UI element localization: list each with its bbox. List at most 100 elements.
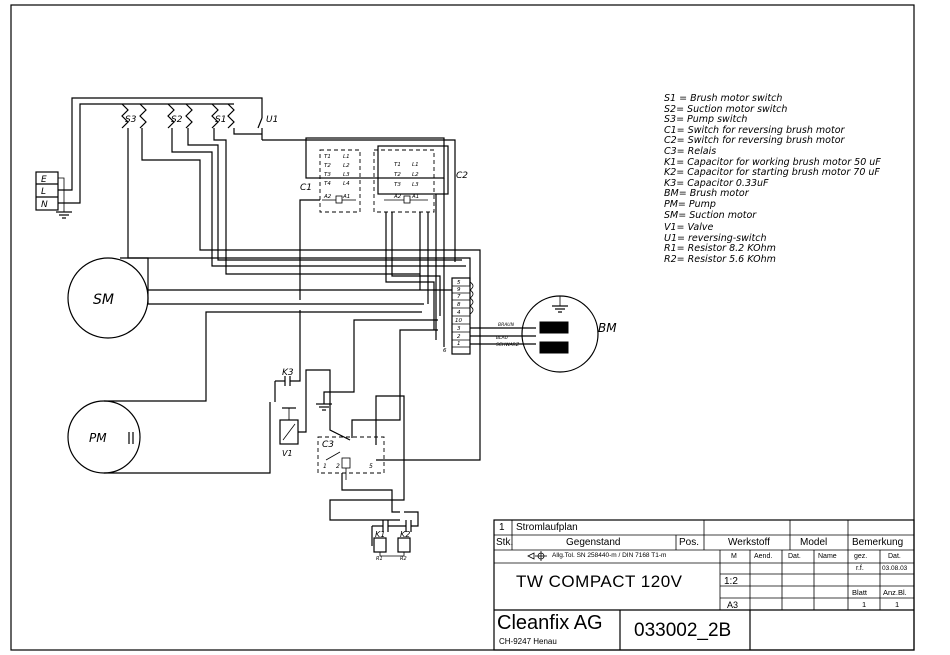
terminal-6: 6 <box>443 348 447 354</box>
wire-blau: BLAU <box>496 335 509 341</box>
svg-text:L2: L2 <box>412 172 419 178</box>
legend-item: V1= Valve <box>664 222 714 234</box>
tb-anz-val: 1 <box>895 600 900 609</box>
tb-desc: Stromlaufplan <box>516 522 578 533</box>
svg-text:L1: L1 <box>412 162 419 168</box>
tb-drawing-no: 033002_2B <box>634 620 732 641</box>
terminal-block: 5 9 7 8 4 10 3 2 1 6 <box>443 277 474 355</box>
k2-label: K2 <box>400 530 410 539</box>
terminal-10: 10 <box>455 318 462 324</box>
switch-bank: S3 S2 S1 U1 <box>58 97 481 300</box>
drawing-frame <box>10 4 915 651</box>
tb-address: CH-9247 Henau <box>499 637 557 646</box>
svg-text:T2: T2 <box>324 163 331 169</box>
legend-item: PM= Pump <box>664 198 716 210</box>
tb-scale: 1:2 <box>724 576 738 587</box>
legend-item: K2= Capacitor for starting brush motor 7… <box>664 167 880 179</box>
legend-item: R1= Resistor 8.2 KOhm <box>664 243 776 255</box>
legend-item: C3= Relais <box>664 145 717 157</box>
tb-gez: gez. <box>854 553 868 560</box>
c2-label: C2 <box>456 171 468 181</box>
relay-pin-2: 2 <box>336 463 340 470</box>
tb-date: 03.08.03 <box>882 565 908 572</box>
svg-text:L3: L3 <box>412 182 419 188</box>
legend-item: U1= reversing-switch <box>664 232 767 244</box>
legend-item: BM= Brush motor <box>664 188 749 200</box>
legend-item: S1 = Brush motor switch <box>664 93 783 104</box>
tb-dat2: Dat. <box>888 553 901 560</box>
tb-gegenstand: Gegenstand <box>566 537 621 548</box>
terminal-5: 5 <box>457 280 461 286</box>
legend-item: K3= Capacitor 0.33uF <box>664 177 769 189</box>
tb-model: Model <box>800 537 828 548</box>
svg-text:A1: A1 <box>342 194 350 200</box>
terminal-4: 4 <box>457 310 461 316</box>
tb-blatt-val: 1 <box>862 600 867 609</box>
pm-label: PM <box>89 431 107 445</box>
r2-label: R2 <box>400 556 407 562</box>
switch-label-u1: U1 <box>266 115 278 125</box>
legend-item: SM= Suction motor <box>664 209 757 221</box>
tb-rf: r.f. <box>856 565 864 572</box>
brush-motor: BM BRAUN BLAU SCHWARZ <box>470 295 617 373</box>
legend-item: S3= Pump switch <box>664 114 748 126</box>
tb-werkstoff: Werkstoff <box>728 537 770 548</box>
legend-item: K1= Capacitor for working brush motor 50… <box>664 156 881 168</box>
tb-anz: Anz.Bl. <box>883 588 907 597</box>
tb-blatt: Blatt <box>852 588 868 597</box>
legend-item: S2= Suction motor switch <box>664 103 788 115</box>
relay-pin-5: 5 <box>369 463 373 470</box>
svg-text:A2: A2 <box>323 194 332 200</box>
component-legend: S1 = Brush motor switch S2= Suction moto… <box>664 93 881 266</box>
terminal-9: 9 <box>457 287 461 293</box>
legend-item: C2= Switch for reversing brush motor <box>664 135 845 147</box>
svg-text:T4: T4 <box>324 181 331 187</box>
mains-label-l: L <box>41 187 46 197</box>
v1-label: V1 <box>282 449 293 458</box>
c3-label: C3 <box>322 440 334 450</box>
svg-text:T1: T1 <box>324 154 331 160</box>
c3-relay: C3 1 2 5 <box>317 300 481 521</box>
terminal-8: 8 <box>457 302 461 308</box>
terminal-3: 3 <box>457 326 461 332</box>
svg-text:T1: T1 <box>394 162 401 168</box>
terminal-1: 1 <box>457 341 461 347</box>
mains-terminal: E L N <box>35 171 72 219</box>
tb-pos: Pos. <box>679 537 700 548</box>
tb-bemerkung: Bemerkung <box>852 537 904 548</box>
svg-text:T2: T2 <box>394 172 401 178</box>
relay-pin-1: 1 <box>323 463 327 470</box>
k3-v1-group: K3 V1 <box>274 310 438 458</box>
tb-name: Name <box>818 553 837 560</box>
terminal-7: 7 <box>457 294 461 300</box>
tb-title: TW COMPACT 120V <box>516 572 683 591</box>
svg-text:A1: A1 <box>411 194 419 200</box>
wire-schwarz: SCHWARZ <box>496 342 520 348</box>
svg-text:L3: L3 <box>343 172 350 178</box>
pump-motor: PM <box>67 311 422 474</box>
svg-text:L1: L1 <box>343 154 350 160</box>
svg-text:T3: T3 <box>394 182 401 188</box>
sm-label: SM <box>93 292 114 308</box>
tb-tolerance: Allg.Tol. SN 258440-m / DIN 7168 T1-m <box>552 552 667 559</box>
tb-m: M <box>731 553 737 560</box>
k3-label: K3 <box>282 368 294 378</box>
r1-label: R1 <box>376 556 383 562</box>
legend-item: R2= Resistor 5.6 KOhm <box>664 253 776 265</box>
tb-format: A3 <box>727 600 739 610</box>
switch-label-s2: S2 <box>171 115 183 125</box>
svg-text:L2: L2 <box>343 163 350 169</box>
switch-label-s3: S3 <box>125 115 137 125</box>
legend-item: C1= Switch for reversing brush motor <box>664 124 845 136</box>
svg-text:A2: A2 <box>393 194 402 200</box>
k1-label: K1 <box>375 530 385 539</box>
tb-stk: Stk. <box>496 537 514 548</box>
suction-motor: SM <box>67 257 452 339</box>
svg-text:L4: L4 <box>343 181 350 187</box>
switch-label-s1: S1 <box>215 115 226 125</box>
c1-label: C1 <box>300 183 312 193</box>
